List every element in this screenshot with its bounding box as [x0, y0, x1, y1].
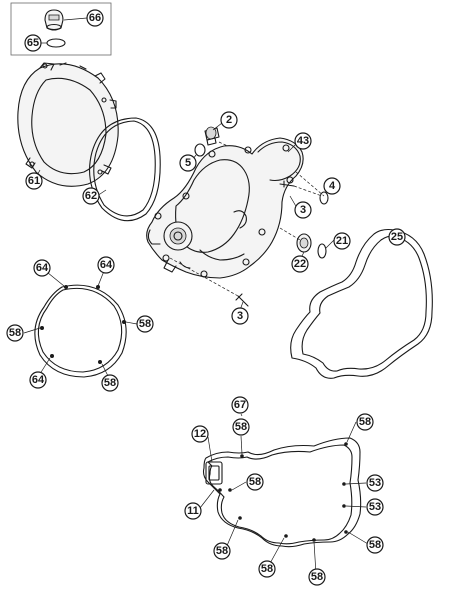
gasket-62 — [89, 117, 161, 222]
oil-filler-plug — [44, 9, 64, 31]
callout-3-upper: 3 — [294, 201, 312, 219]
svg-text:66: 66 — [89, 12, 101, 24]
svg-text:62: 62 — [85, 190, 97, 202]
svg-text:58: 58 — [369, 539, 381, 551]
clutch-cover-housing — [146, 137, 304, 279]
svg-text:3: 3 — [237, 310, 243, 322]
seal-ring-4 — [319, 191, 329, 205]
callout-53-upper: 53 — [366, 474, 384, 492]
outer-clutch-cover-61 — [17, 62, 119, 187]
callout-58-right-bottom: 58 — [366, 536, 384, 554]
svg-text:21: 21 — [336, 235, 348, 247]
svg-text:58: 58 — [9, 327, 21, 339]
callout-58-left: 58 — [6, 324, 24, 342]
svg-text:58: 58 — [216, 545, 228, 557]
svg-text:58: 58 — [249, 476, 261, 488]
bolt-3-lower — [235, 293, 249, 307]
svg-text:43: 43 — [297, 135, 309, 147]
callout-12: 12 — [191, 425, 209, 443]
svg-text:58: 58 — [359, 416, 371, 428]
gasket-62-inner — [93, 120, 156, 217]
svg-text:3: 3 — [300, 204, 306, 216]
svg-text:61: 61 — [28, 175, 40, 187]
svg-text:58: 58 — [139, 318, 151, 330]
svg-text:65: 65 — [27, 37, 39, 49]
svg-text:25: 25 — [391, 231, 403, 243]
svg-text:12: 12 — [194, 428, 206, 440]
svg-text:64: 64 — [100, 259, 113, 271]
callout-62: 62 — [82, 187, 100, 205]
callout-67: 67 — [231, 396, 249, 414]
gasket-lower-tab — [205, 461, 223, 485]
gasket-lower — [202, 437, 362, 548]
callout-21: 21 — [333, 232, 351, 250]
leader-dash-4 — [295, 171, 325, 197]
svg-text:53: 53 — [369, 477, 381, 489]
svg-text:64: 64 — [36, 262, 49, 274]
callout-58-right: 58 — [136, 315, 154, 333]
leader-dash-3 — [293, 185, 323, 197]
gasket-lower-inner — [207, 444, 353, 545]
callout-58-bottom-mid: 58 — [258, 560, 276, 578]
callout-64-right: 64 — [97, 256, 115, 274]
inset-box — [10, 2, 112, 56]
gasket-lower-tab-inner — [208, 465, 220, 481]
svg-text:58: 58 — [311, 571, 323, 583]
svg-text:64: 64 — [32, 374, 45, 386]
callout-2: 2 — [220, 111, 238, 129]
callout-5: 5 — [179, 154, 197, 172]
gasket-25-inner — [301, 235, 427, 372]
oil-plug-2 — [204, 126, 220, 146]
callout-25: 25 — [388, 228, 406, 246]
svg-text:58: 58 — [235, 421, 247, 433]
callout-58-bottom: 58 — [101, 374, 119, 392]
seal-ring-5 — [194, 143, 206, 157]
callout-64-bottom: 64 — [29, 371, 47, 389]
callout-58-left-bottom: 58 — [213, 542, 231, 560]
callout-66: 66 — [86, 9, 104, 27]
gasket-round-64 — [34, 284, 127, 378]
callout-58-top-mid: 58 — [232, 418, 250, 436]
svg-text:67: 67 — [234, 399, 246, 411]
o-ring-65 — [46, 38, 66, 48]
gasket-round-64-inner — [37, 287, 123, 373]
gasket-25 — [290, 228, 433, 379]
svg-text:58: 58 — [261, 563, 273, 575]
svg-text:58: 58 — [104, 377, 116, 389]
callout-64-left: 64 — [33, 259, 51, 277]
callout-3-lower: 3 — [231, 307, 249, 325]
svg-text:11: 11 — [187, 505, 199, 517]
callout-22: 22 — [291, 255, 309, 273]
callout-58-top-right: 58 — [356, 413, 374, 431]
bolt-3-upper — [279, 180, 295, 188]
callout-58-inner: 58 — [246, 473, 264, 491]
svg-text:5: 5 — [185, 157, 191, 169]
leader-dash-3b — [169, 257, 239, 297]
callout-4: 4 — [323, 177, 341, 195]
leader-dash-22 — [279, 227, 301, 241]
shaft-seal-22 — [296, 233, 312, 253]
svg-text:4: 4 — [329, 180, 336, 192]
svg-text:2: 2 — [226, 114, 232, 126]
inset-plug-oring — [10, 2, 112, 56]
o-ring-21 — [317, 243, 327, 259]
callout-58-bottom-right: 58 — [308, 568, 326, 586]
callout-61: 61 — [25, 172, 43, 190]
callout-43: 43 — [294, 132, 312, 150]
callout-11: 11 — [184, 502, 202, 520]
svg-text:53: 53 — [369, 501, 381, 513]
svg-text:22: 22 — [294, 258, 306, 270]
callout-65: 65 — [24, 34, 42, 52]
callout-53-lower: 53 — [366, 498, 384, 516]
